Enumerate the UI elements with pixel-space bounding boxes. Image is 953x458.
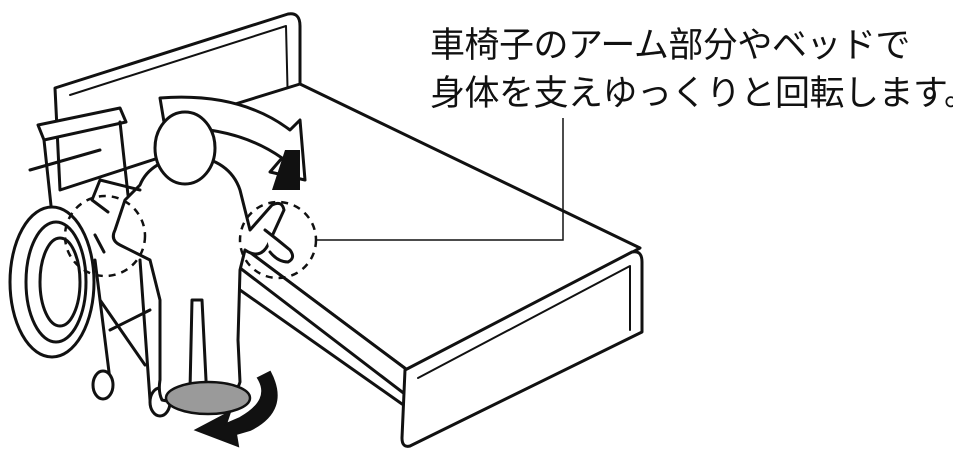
- caption-line-1: 車椅子のアーム部分やベッドで: [430, 26, 910, 66]
- rotation-arrow-bottom: [193, 370, 278, 448]
- bed-footboard: [400, 250, 644, 448]
- wheelchair-frame: [36, 106, 128, 142]
- leader-line: [316, 118, 564, 241]
- caption-text: 車椅子のアーム部分やベッドで 身体を支えゆっくりと回転します。: [430, 22, 953, 118]
- caption-line-2: 身体を支えゆっくりと回転します。: [430, 74, 953, 114]
- person-head: [153, 110, 217, 186]
- floor-pivot-circle: [164, 380, 252, 416]
- highlight-circle-wheelchair-arm: [63, 194, 147, 278]
